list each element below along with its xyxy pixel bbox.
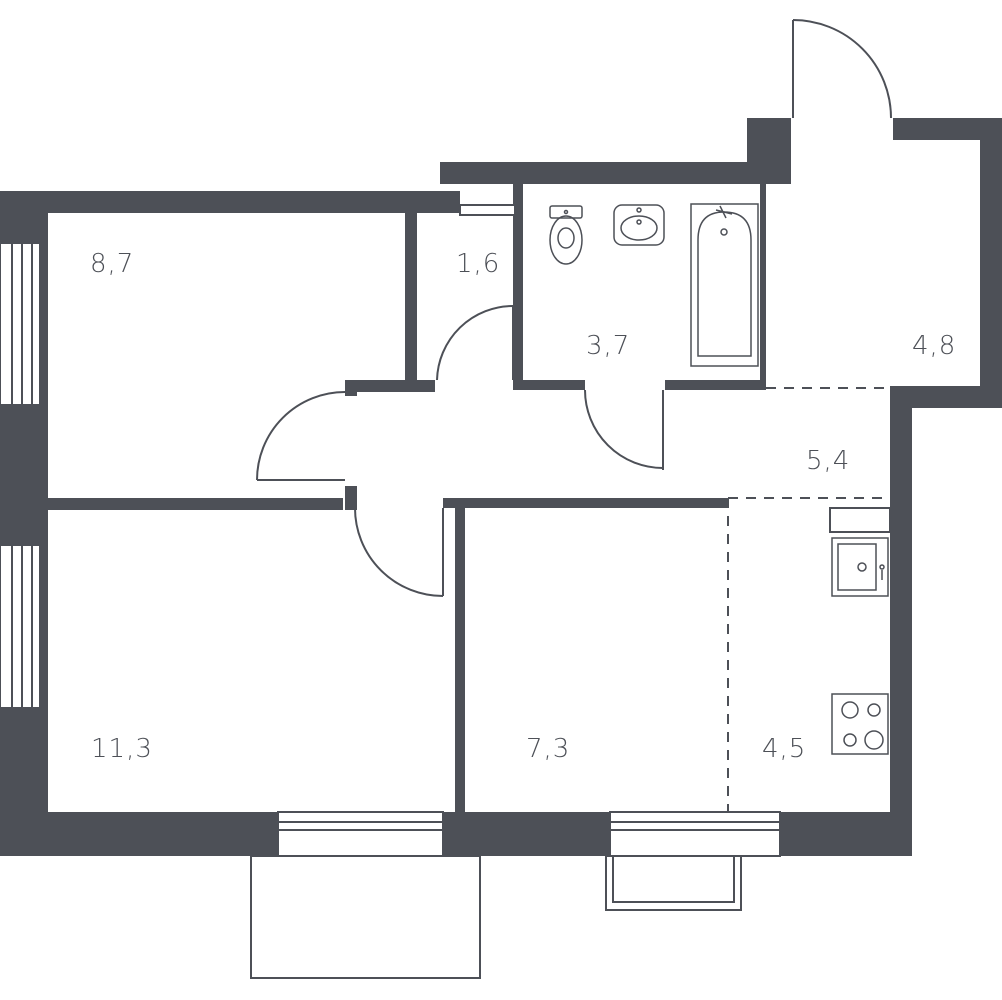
room-area-storage: 1,6: [456, 249, 501, 279]
kitchen-sink-icon: [831, 537, 889, 597]
wall-entry-bottom: [890, 386, 1002, 408]
room-area-bedroom-top-left: 8,7: [90, 249, 135, 279]
door-entrance: [792, 19, 892, 119]
wall-bedroom-living: [455, 498, 465, 828]
balcony-left: [250, 855, 481, 979]
zone-boundaries: [727, 387, 890, 812]
window-bottom-right: [609, 811, 781, 857]
balcony-right-inner: [612, 855, 735, 903]
room-area-bedroom-bottom-left: 11,3: [91, 734, 153, 764]
balconies: [250, 855, 742, 979]
kitchen-cabinet: [829, 507, 891, 533]
wall-bottom-left: [0, 812, 278, 856]
wall-right: [890, 386, 912, 856]
stove-icon: [831, 693, 889, 755]
window-bottom-left: [277, 811, 444, 857]
room-area-kitchen: 4,5: [762, 734, 807, 764]
wall-hall-doorjamb-right: [345, 486, 357, 510]
storage-shelf: [459, 204, 516, 216]
wall-top-entry: [893, 118, 1002, 140]
door-storage: [436, 305, 514, 381]
wall-bath-right: [760, 184, 766, 388]
room-area-hallway: 5,4: [806, 446, 851, 476]
wall-bath-hall: [665, 380, 766, 390]
wall-bottom-middle: [443, 812, 610, 856]
door-bedroom-top: [256, 391, 346, 481]
wall-top-storage: [440, 162, 764, 184]
wall-hall-doorjamb-left: [345, 380, 357, 396]
door-bathroom: [584, 389, 664, 470]
bathtub-icon: [690, 203, 759, 367]
windows: [0, 242, 781, 857]
wall-left-inner: [40, 191, 48, 831]
wall-storage-hall: [513, 380, 585, 390]
wall-step: [747, 118, 791, 184]
wall-bedroom-hall: [345, 380, 435, 392]
wall-hall-living: [443, 498, 728, 508]
wall-right-entry: [980, 118, 1002, 408]
wall-bedroom-storage: [405, 213, 417, 388]
wall-top-bedroom: [0, 191, 460, 213]
washbasin-icon: [613, 204, 665, 246]
wall-bedrooms-divider: [48, 498, 343, 510]
wall-storage-bath: [513, 184, 523, 382]
walls: [0, 118, 1002, 856]
room-area-entry: 4,8: [912, 331, 957, 361]
room-area-living: 7,3: [526, 734, 571, 764]
doors: [256, 19, 892, 597]
door-bedroom-bottom: [354, 507, 444, 597]
toilet-icon: [549, 205, 583, 265]
room-area-bathroom: 3,7: [586, 331, 631, 361]
window-left-top: [0, 242, 41, 406]
window-left-bottom: [0, 544, 41, 709]
wall-bottom-right: [780, 812, 912, 856]
